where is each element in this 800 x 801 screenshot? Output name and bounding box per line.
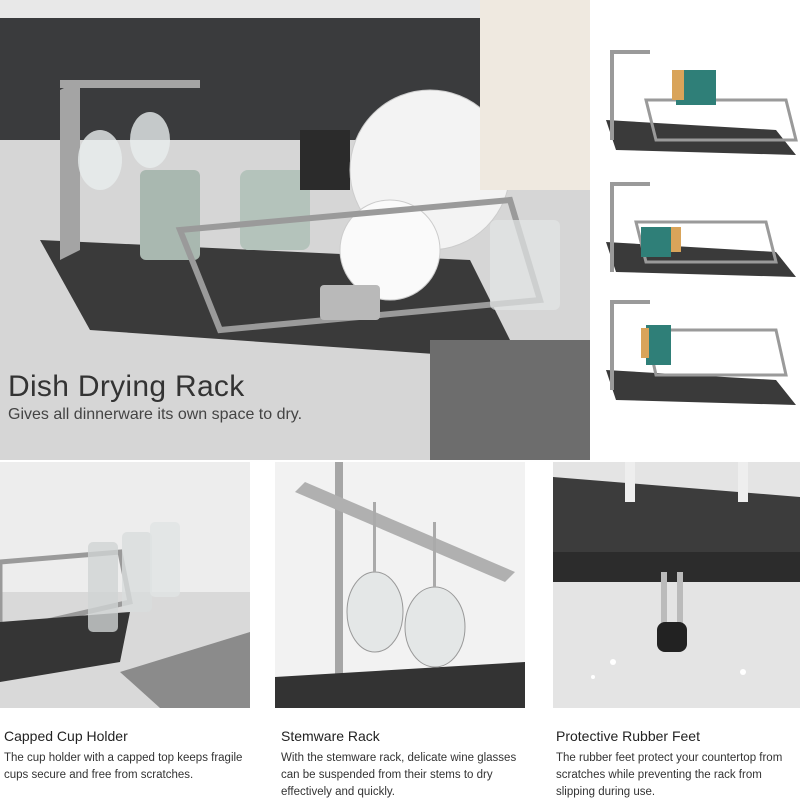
rack-thumbnail-icon [606, 50, 798, 155]
dish-rack-illustration [0, 0, 590, 460]
hero-title: Dish Drying Rack [8, 370, 245, 403]
feature-text-cup-holder: The cup holder with a capped top keeps f… [4, 752, 243, 781]
hero-image: Dish Drying Rack Gives all dinnerware it… [0, 0, 590, 460]
stemware-rack-photo [275, 462, 525, 708]
stemware-illustration [275, 462, 525, 708]
feature-title-rubber-feet: Protective Rubber Feet [556, 728, 700, 744]
feature-title-cup-holder: Capped Cup Holder [4, 728, 128, 744]
variant-thumbnail-2[interactable] [596, 162, 800, 310]
variant-thumbnail-1[interactable] [596, 20, 800, 168]
rack-thumbnail-icon [606, 182, 796, 277]
rubber-feet-photo [553, 462, 800, 708]
cup-holder-illustration [0, 462, 250, 708]
variant-thumbnail-3[interactable] [596, 300, 800, 448]
rack-thumbnail-icon [606, 300, 796, 405]
feature-title-stemware: Stemware Rack [281, 728, 380, 744]
rubber-feet-illustration [553, 462, 800, 679]
feature-text-rubber-feet: The rubber feet protect your countertop … [556, 752, 783, 798]
feature-text-stemware: With the stemware rack, delicate wine gl… [281, 752, 517, 798]
hero-subtitle: Gives all dinnerware its own space to dr… [8, 406, 303, 423]
cup-holder-photo [0, 462, 250, 708]
